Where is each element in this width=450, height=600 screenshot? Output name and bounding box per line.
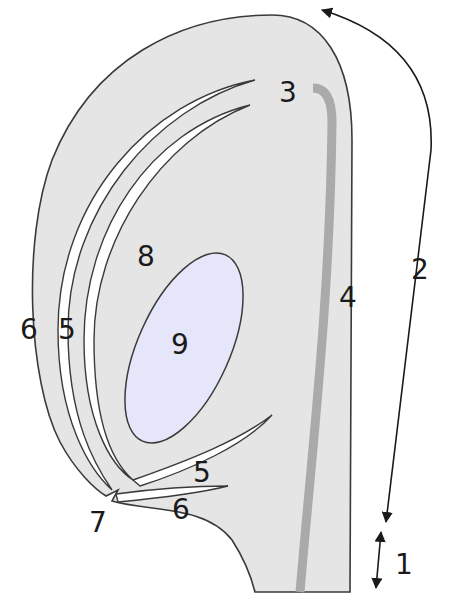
- callout-number: 7: [89, 509, 107, 537]
- nucellus-sac: [100, 236, 267, 460]
- callout-number: 4: [339, 284, 357, 312]
- callout-number: 1: [395, 551, 413, 579]
- callout-number: 5: [193, 459, 211, 487]
- vascular-strand: [300, 88, 332, 592]
- callout-number: 2: [411, 256, 429, 284]
- callout-number: 3: [279, 79, 297, 107]
- ovule-body: [32, 15, 352, 592]
- length-arrow: [322, 10, 431, 522]
- outer-lower-cleft: [116, 486, 228, 502]
- callout-number: 6: [20, 316, 38, 344]
- callout-number: 5: [58, 316, 76, 344]
- stalk-arrow: [376, 532, 381, 588]
- callout-number: 6: [172, 496, 190, 524]
- callout-number: 9: [171, 331, 189, 359]
- callout-number: 8: [137, 243, 155, 271]
